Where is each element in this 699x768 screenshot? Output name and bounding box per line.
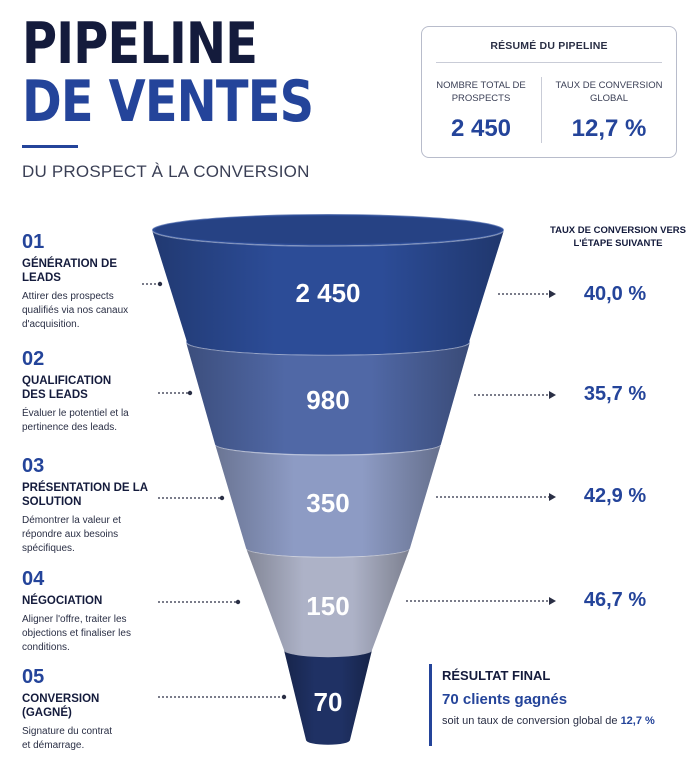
funnel-segment-value: 980: [306, 385, 349, 415]
left-connector-dot: [219, 495, 225, 501]
stage-3-conversion-rate: 42,9 %: [583, 485, 647, 507]
summary-heading: RÉSUMÉ DU PIPELINE: [490, 40, 608, 52]
stage-2-number: 02: [22, 348, 45, 370]
funnel-segment-shading: [152, 230, 504, 355]
stage-5-text: Signature du contrat et démarrage.: [22, 726, 113, 751]
stage-4-title: NÉGOCIATION: [22, 595, 103, 607]
stage-2-description: 02 QUALIFICATION DES LEADS Évaluer le po…: [22, 348, 162, 435]
funnel-segment-1: 2 450: [151, 213, 505, 355]
summary-total-label: NOMBRE TOTAL DE PROSPECTS: [436, 80, 526, 104]
summary-rate-label: TAUX DE CONVERSION GLOBAL: [555, 80, 663, 104]
funnel-segment-5: 70: [283, 643, 373, 745]
summary-card: RÉSUMÉ DU PIPELINE NOMBRE TOTAL DE PROSP…: [421, 26, 677, 158]
stage-1-text: Attirer des prospects qualifiés via nos …: [22, 291, 129, 330]
funnel-segment-rim: [151, 213, 505, 247]
stage-4-number: 04: [22, 568, 45, 590]
summary-total-value: 2 450: [450, 115, 512, 142]
stage-2-conversion-rate: 35,7 %: [583, 383, 647, 405]
stage-3-number: 03: [22, 455, 45, 477]
funnel-segment-shading: [246, 548, 410, 658]
conversion-rate-heading: TAUX DE CONVERSION VERS L'ÉTAPE SUIVANTE: [549, 225, 686, 249]
funnel-segment-value: 350: [306, 488, 349, 518]
title-underline: [22, 145, 78, 148]
stage-5-title: CONVERSION (GAGNÉ): [22, 693, 100, 719]
stage-3-title: PRÉSENTATION DE LA SOLUTION: [22, 482, 148, 508]
funnel-segment-rim-inner: [155, 216, 501, 244]
final-result-heading: RÉSULTAT FINAL: [442, 668, 551, 683]
final-result-text: soit un taux de conversion global de: [442, 715, 621, 727]
stage-1-conversion-rate: 40,0 %: [583, 283, 647, 305]
funnel-segment-shading: [186, 342, 470, 455]
funnel-segment-value: 2 450: [295, 278, 360, 308]
stage-1-title: GÉNÉRATION DE LEADS: [22, 258, 117, 284]
arrow-head-icon: [549, 493, 556, 501]
left-connector-dot: [187, 390, 193, 396]
summary-divider-horizontal: [436, 62, 662, 63]
arrow-head-icon: [549, 391, 556, 399]
stage-1-number: 01: [22, 231, 45, 253]
left-connector-dot: [281, 694, 287, 700]
summary-rate: TAUX DE CONVERSION GLOBAL 12,7 %: [550, 79, 668, 143]
summary-total: NOMBRE TOTAL DE PROSPECTS 2 450: [422, 79, 540, 143]
final-result-accent-bar: [429, 664, 432, 746]
stage-2-text: Évaluer le potentiel et la pertinence de…: [22, 408, 129, 433]
funnel-segment-shading: [215, 444, 441, 557]
summary-rate-value: 12,7 %: [571, 115, 647, 142]
page-subtitle: DU PROSPECT À LA CONVERSION: [22, 162, 310, 181]
final-result-rate: 12,7 %: [620, 715, 655, 727]
final-result-clients: 70 clients gagnés: [442, 691, 568, 708]
stage-4-description: 04 NÉGOCIATION Aligner l'offre, traiter …: [22, 568, 162, 655]
stage-5-number: 05: [22, 666, 45, 688]
final-result-description: soit un taux de conversion global de 12,…: [442, 713, 662, 729]
page-title-line-1: PIPELINE: [22, 11, 258, 77]
summary-divider-vertical: [541, 77, 542, 143]
funnel-segment-value: 150: [306, 591, 349, 621]
stage-4-conversion-rate: 46,7 %: [583, 589, 647, 611]
funnel-segment-value: 70: [314, 687, 343, 717]
stage-1-description: 01 GÉNÉRATION DE LEADS Attirer des prosp…: [22, 231, 162, 332]
arrow-head-icon: [549, 290, 556, 298]
left-connector-dot: [157, 281, 163, 287]
stage-3-text: Démontrer la valeur et répondre aux beso…: [22, 515, 121, 554]
funnel-segment-shading: [284, 650, 372, 745]
stage-5-description: 05 CONVERSION (GAGNÉ) Signature du contr…: [22, 666, 162, 753]
stage-2-title: QUALIFICATION DES LEADS: [22, 375, 112, 401]
left-connector-dot: [235, 599, 241, 605]
arrow-head-icon: [549, 597, 556, 605]
stage-4-text: Aligner l'offre, traiter les objections …: [22, 614, 131, 653]
page-title-line-2: DE VENTES: [22, 69, 314, 135]
stage-3-description: 03 PRÉSENTATION DE LA SOLUTION Démontrer…: [22, 455, 162, 556]
